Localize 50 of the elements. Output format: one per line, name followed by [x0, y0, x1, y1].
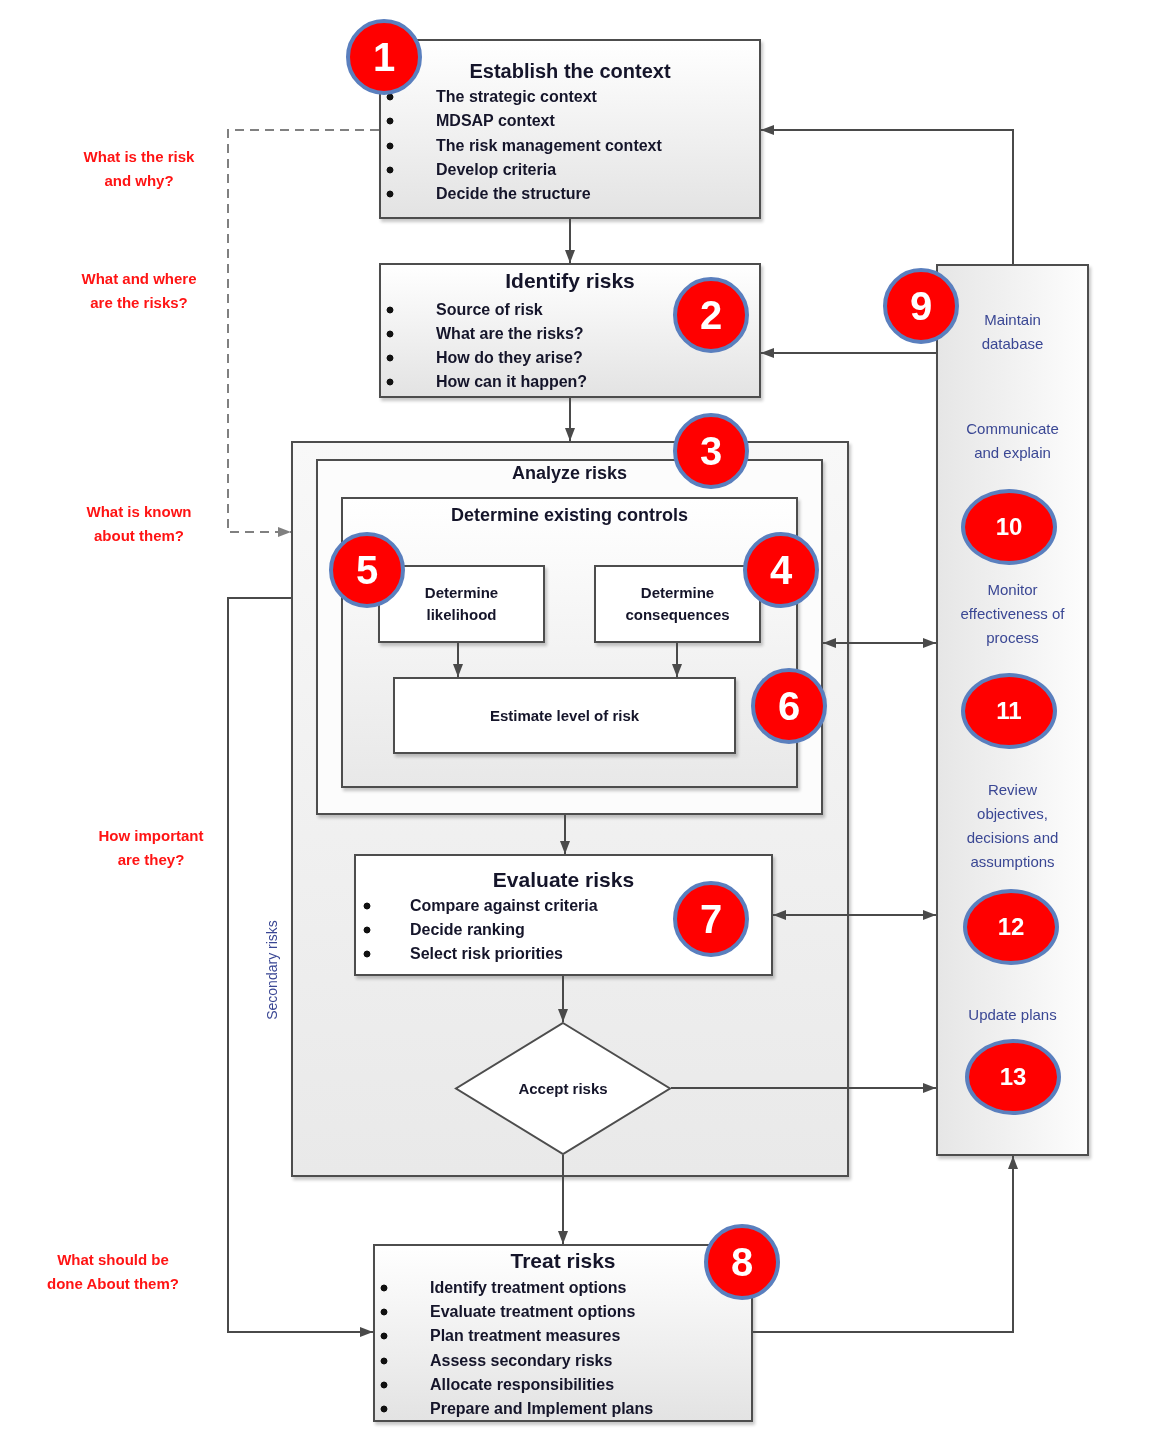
arrow: [760, 348, 937, 358]
box-heading: Establish the context: [469, 59, 671, 84]
arrow: [565, 218, 575, 264]
note-text: What is the risk and why?: [82, 147, 196, 191]
arrow: [558, 1154, 568, 1245]
arrow: [672, 642, 682, 678]
panel-text: Review objectives, decisions and assumptions: [965, 780, 1060, 872]
box-text: Accept risks: [518, 1078, 608, 1099]
process-box: [393, 677, 736, 754]
panel-text: Communicate and explain: [965, 419, 1060, 463]
note-text: How important are they?: [97, 826, 205, 870]
callout-number: 9: [883, 268, 959, 344]
process-box: [373, 1244, 753, 1422]
box-heading: Analyze risks: [511, 462, 628, 485]
edge-label: Secondary risks: [263, 920, 281, 1020]
callout-number: 3: [673, 413, 749, 489]
arrow: [670, 1083, 937, 1093]
arrow: [227, 597, 374, 1337]
process-box: [354, 854, 773, 976]
note-text: What and where are the risks?: [80, 269, 198, 313]
box-heading: Evaluate risks: [492, 867, 635, 893]
box-heading: Determine existing controls: [450, 504, 689, 527]
box-text: Determine consequences: [624, 583, 731, 625]
box-text: Estimate level of risk: [489, 705, 640, 726]
process-box: [378, 565, 545, 643]
panel-text: Maintain database: [980, 310, 1045, 354]
callout-number: 8: [704, 1224, 780, 1300]
arrow: [760, 125, 1014, 265]
box-heading: Identify risks: [505, 268, 635, 294]
double-headed-arrow: [822, 638, 937, 648]
callout-number: 4: [743, 532, 819, 608]
arrow: [560, 814, 570, 855]
process-box: [594, 565, 761, 643]
double-headed-arrow: [772, 910, 937, 920]
arrow: [752, 1155, 1018, 1333]
box-text: Determine likelihood: [423, 583, 500, 625]
callout-number: 6: [751, 668, 827, 744]
decision-diamond: [455, 1022, 671, 1155]
process-box: [379, 263, 761, 398]
note-text: What should be done About them?: [46, 1250, 180, 1294]
callout-number: 1: [346, 19, 422, 95]
dashed-arrow: [227, 129, 380, 537]
panel-text: Monitor effectiveness of process: [959, 580, 1066, 648]
panel-text: Update plans: [968, 1005, 1057, 1025]
arrow: [453, 642, 463, 678]
box-heading: Treat risks: [510, 1248, 616, 1274]
arrow: [565, 397, 575, 442]
note-text: What is known about them?: [85, 502, 193, 546]
arrow: [558, 975, 568, 1023]
callout-number: 5: [329, 532, 405, 608]
